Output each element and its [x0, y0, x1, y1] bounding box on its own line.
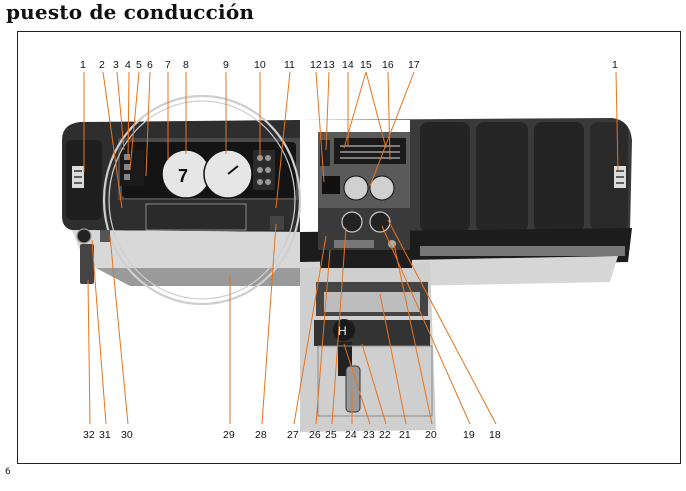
callout-21: 21: [399, 429, 411, 441]
callout-29: 29: [223, 429, 235, 441]
callout-5: 5: [136, 59, 142, 71]
callout-1-left: 1: [80, 59, 86, 71]
callout-10: 10: [254, 59, 266, 71]
steering-wheel: [102, 94, 302, 306]
page-title: puesto de conducción: [6, 0, 255, 24]
callout-11: 11: [284, 59, 295, 71]
callout-30: 30: [121, 429, 133, 441]
page-number: 6: [5, 467, 11, 477]
svg-text:H: H: [338, 324, 347, 338]
callout-14: 14: [342, 59, 354, 71]
callout-18: 18: [489, 429, 501, 441]
callout-28: 28: [255, 429, 267, 441]
callouts-bottom: 32 31 30 29 28 27 26 25 24 23 22 21 20 1…: [83, 429, 501, 441]
instrument-cluster: 7: [118, 138, 300, 231]
callout-16: 16: [382, 59, 394, 71]
callout-4: 4: [125, 59, 131, 71]
callouts-top: 1 2 3 4 5 6 7 8 9 10 11 12 13 14 15 16 1…: [80, 59, 618, 71]
callout-3: 3: [113, 59, 119, 71]
callout-7: 7: [165, 59, 171, 71]
callout-15: 15: [360, 59, 372, 71]
callout-27: 27: [287, 429, 299, 441]
callout-8: 8: [183, 59, 189, 71]
speedo-digit: 7: [178, 166, 188, 186]
callout-leaders: [83, 71, 619, 425]
callout-19: 19: [463, 429, 475, 441]
callout-23: 23: [363, 429, 375, 441]
callout-17: 17: [408, 59, 420, 71]
air-vents: [72, 166, 626, 188]
callout-6: 6: [147, 59, 153, 71]
callout-26: 26: [309, 429, 321, 441]
callout-31: 31: [99, 429, 111, 441]
callout-9: 9: [223, 59, 229, 71]
left-controls: [76, 216, 284, 244]
callout-25: 25: [325, 429, 337, 441]
callout-13: 13: [323, 59, 335, 71]
callout-1-right: 1: [612, 59, 618, 71]
callout-20: 20: [425, 429, 437, 441]
callout-12: 12: [310, 59, 322, 71]
callout-22: 22: [379, 429, 391, 441]
callout-2: 2: [99, 59, 105, 71]
illustration-frame: [17, 31, 681, 464]
callout-32: 32: [83, 429, 95, 441]
callout-24: 24: [345, 429, 357, 441]
